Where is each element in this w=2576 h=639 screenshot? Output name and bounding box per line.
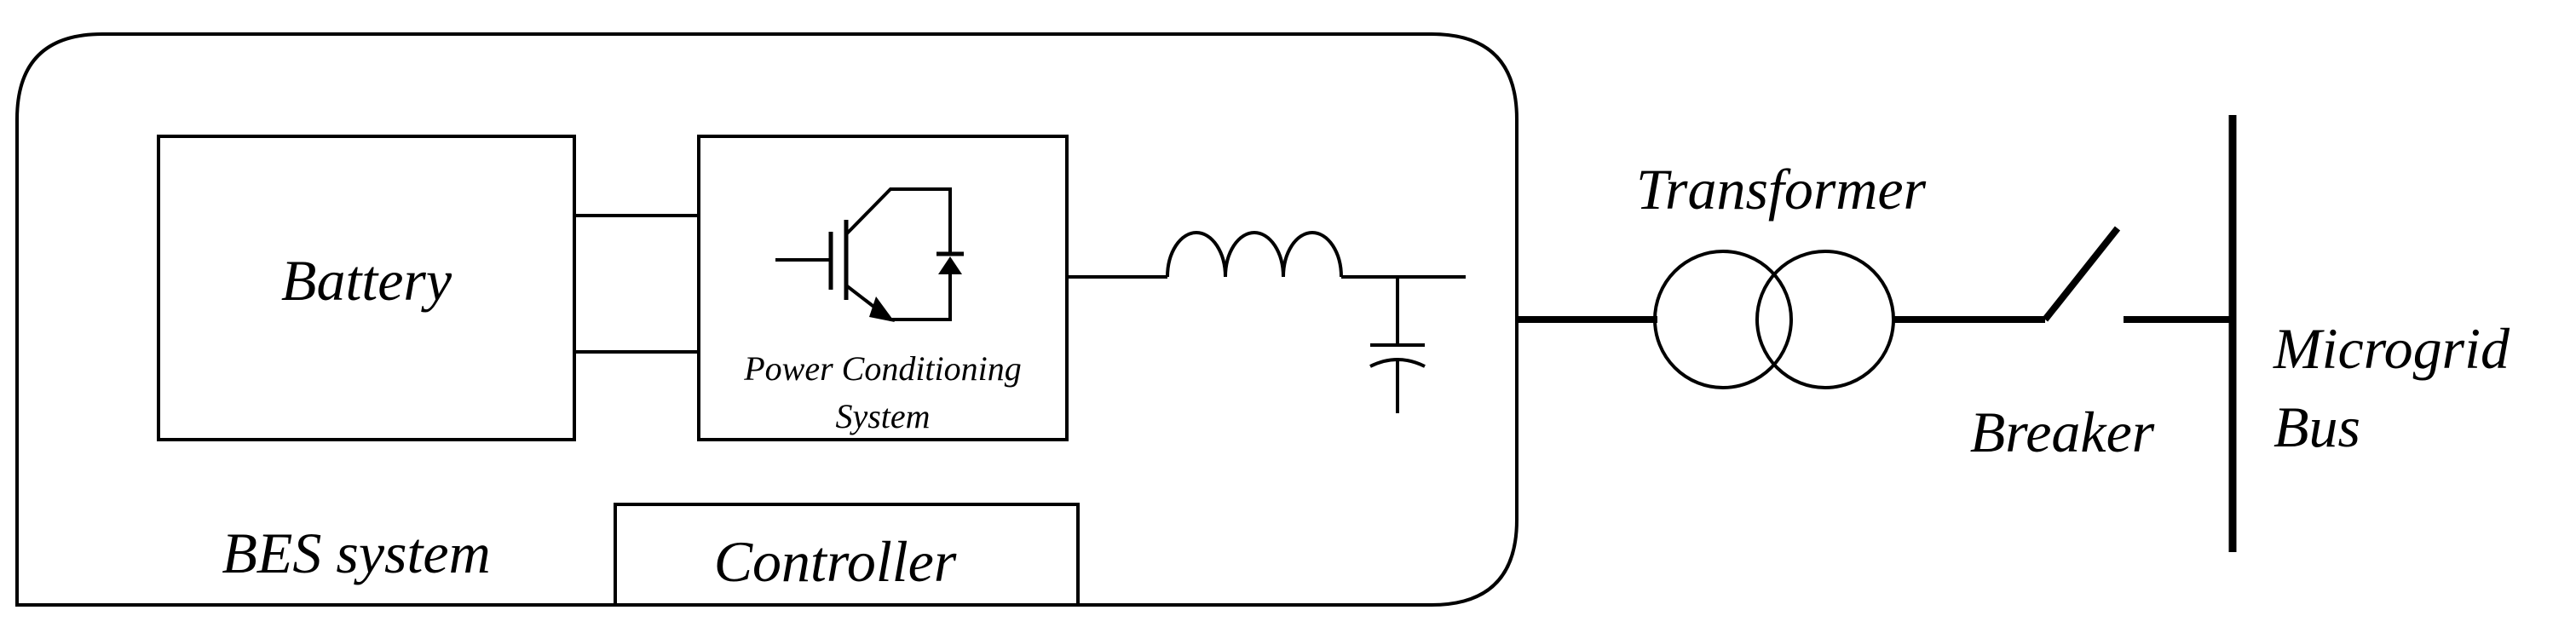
controller-box bbox=[614, 503, 1080, 605]
breaker-label: Breaker bbox=[1970, 400, 2155, 464]
pcs-box bbox=[697, 135, 1069, 441]
transformer-label: Transformer bbox=[1636, 157, 1927, 222]
transformer-icon bbox=[1653, 250, 1895, 389]
inductor-icon bbox=[1166, 231, 1343, 278]
bes-system-label: BES system bbox=[222, 521, 490, 585]
bus-label-line1: Microgrid bbox=[2273, 316, 2510, 381]
capacitor-icon bbox=[1369, 277, 1426, 413]
bus-label-line2: Bus bbox=[2273, 394, 2360, 459]
pcs-label-line2: System bbox=[835, 397, 930, 435]
battery-box bbox=[157, 135, 576, 441]
bes-system-enclosure bbox=[15, 32, 1519, 607]
igbt-icon bbox=[775, 187, 964, 322]
battery-label: Battery bbox=[281, 248, 452, 313]
pcs-label-line1: Power Conditioning bbox=[743, 349, 1022, 388]
breaker-icon bbox=[2042, 226, 2121, 322]
controller-label: Controller bbox=[714, 529, 957, 594]
